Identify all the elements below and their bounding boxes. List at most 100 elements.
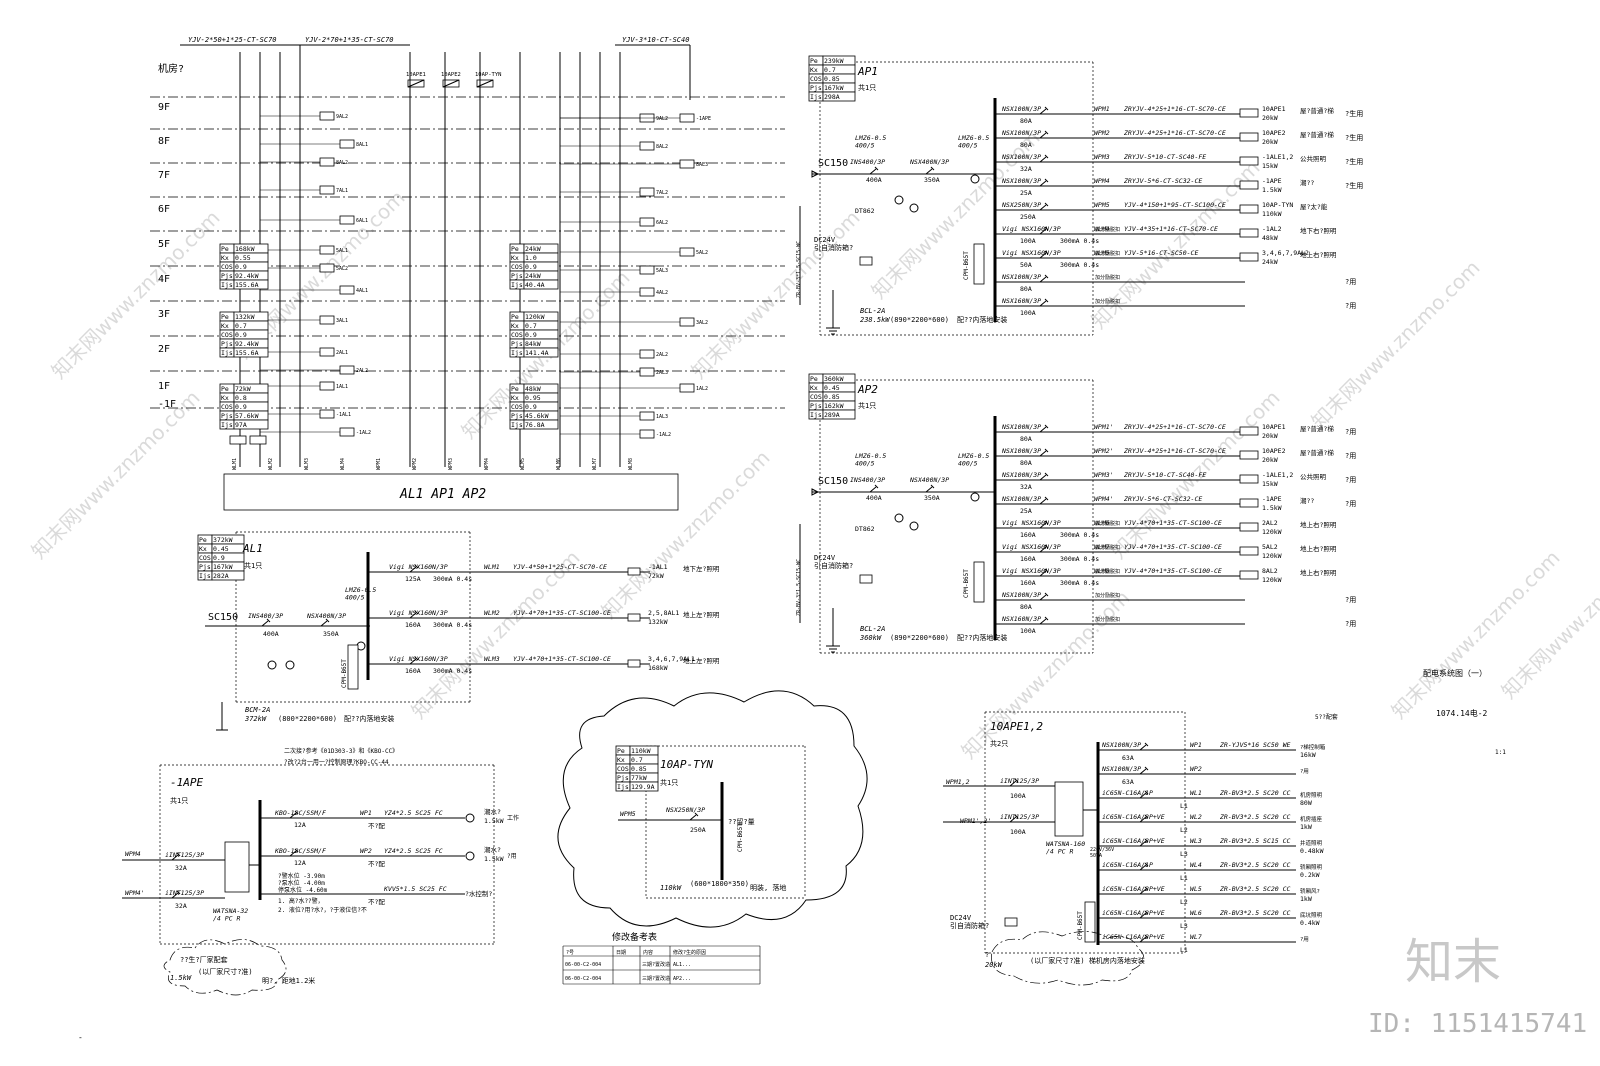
calc-key: Pjs [810,84,822,92]
circuit-cable: ZR-BV3*2.5 SC20 CC [1219,909,1291,917]
calc-cell [233,279,269,290]
riser-box-label: 1AL3 [656,414,668,420]
calc-key: Kx [511,254,519,262]
circuit-cable: ZRYJV-5*6-CT-SC32-CE [1123,177,1202,185]
circuit-rating: 32A [1020,165,1032,173]
calc-value: 72kW [235,385,251,393]
breaker-mark [1044,592,1049,597]
circuit-rating: 160A [405,621,421,629]
calc-key: Pjs [199,563,211,571]
calc-cell [822,409,856,420]
calc-value: 0.85 [631,765,647,773]
breaker-contact [1139,840,1147,847]
circuit-target: -1AL2 [1262,225,1282,233]
circuit-target: 3,4,6,7,9AL2 [1262,249,1309,257]
calc-value: 76.8A [525,421,545,429]
target-box [1239,426,1259,436]
ats-label: WATSNA-160/4 PC R [1046,840,1085,855]
riser-box-label: 8AL2 [656,144,668,150]
calc-cell [523,347,559,358]
calc-key: COS [221,403,233,411]
circuit-target: 10APE2 [1262,447,1286,455]
incomer-breaker: iINT125/3P [1000,813,1039,821]
circuit-phase: L2 [1180,826,1188,834]
calc-key: Kx [810,384,818,392]
breaker-mark [1044,496,1049,501]
circuit-breaker: NSX100N/3P [1001,447,1041,455]
floor-label: 机房? [158,62,184,75]
circuit-tag: WPM5 [1094,201,1110,209]
main-switch-label: INS400/3P [248,612,283,620]
incomer-rating: 32A [175,902,187,910]
circuit-rating: 125A [405,575,421,583]
riser-box [249,435,267,445]
breaker-mark [1144,886,1149,891]
circuit-breaker: NSX100N/3P [1001,471,1041,479]
main-switch-rating: 400A [866,176,882,184]
target-box [1239,132,1259,142]
water-level: 停泵水位 -4.60m [278,886,328,894]
water-level: ?警水位 -3.90m [278,872,325,880]
bus-label: AL1 AP1 AP2 [399,487,486,502]
watermark-text: 知末网www.znzmo.com [1307,256,1485,434]
calc-key: Pjs [221,412,233,420]
calc-value: 0.7 [824,66,836,74]
spd-box [973,561,985,603]
circuit-breaker: NSX100N/3P [1001,591,1041,599]
circuit-rating: 160A [405,667,421,675]
breaker-contact [1139,864,1147,871]
circuit-cable: YZ4*2.5 SC25 FC [384,847,443,855]
calc-cell [629,781,659,792]
calc-key: COS [810,75,822,83]
circuit-breaker: NSX250N/3P [1001,201,1041,209]
corner-mark: - [78,1033,83,1042]
target-box [1239,108,1259,118]
riser-dist-box [639,141,655,151]
calc-value: 129.9A [631,783,655,791]
breaker-contact [171,892,179,899]
circuit-phase: L2 [1180,898,1188,906]
shunt-label: 加分励脱扣 [1095,616,1120,623]
main-switch-rating: 400A [263,630,279,638]
calc-key: Pe [221,313,229,321]
circuit-breaker: KBO-12C/SSM/F [274,847,326,855]
calc-key: Pjs [511,412,523,420]
breaker-contact [1039,522,1047,529]
breaker-mark [414,564,419,569]
breaker-mark [874,166,879,171]
shunt-relay [1004,917,1018,927]
calc-value: 0.9 [235,263,247,271]
breaker-mark [1044,568,1049,573]
revision-cloud [557,690,868,928]
riser-box-label: 1AL1 [336,384,348,390]
incomer-rating: 100A [1010,828,1026,836]
circuit-breaker: NSX100N/3P [1101,741,1141,749]
breaker-contact [1139,768,1147,775]
calc-key: Pjs [511,340,523,348]
calc-key: Pe [221,385,229,393]
circuit-load: 轿厢照明 [1300,863,1323,871]
circuit-use: ?用 [1345,452,1356,460]
calc-value: 0.9 [525,331,537,339]
water-level: ?泵水位 -4.00m [278,879,325,887]
meter-symbol [909,521,919,531]
breaker-mark [1014,778,1019,783]
calc-key: Ijs [199,572,211,580]
panel-minus1ape-schedule: -1APE共1只二次接?参考《01D303-3》和《KBO-CC》?改?2台一用… [122,747,519,996]
breaker-contact [320,620,328,627]
drawing-title: 配电系统图（一） [1423,668,1487,678]
circuit-tag: WLM3 [484,655,500,663]
circuit-note: 地上左?照明 [683,656,720,665]
cabinet-power: 238.5kW [860,316,890,324]
riser-box-label: -1AL2 [656,432,671,438]
circuit-rating: 160A [1020,531,1036,539]
feeder-in: WPM4 [125,850,141,858]
circuit-rating: 100A [1020,627,1036,635]
watermark-text: 知末网www.znzmo.com [597,446,775,624]
box-diag [407,79,425,88]
circuit-load: 机房插座 [1300,815,1323,823]
